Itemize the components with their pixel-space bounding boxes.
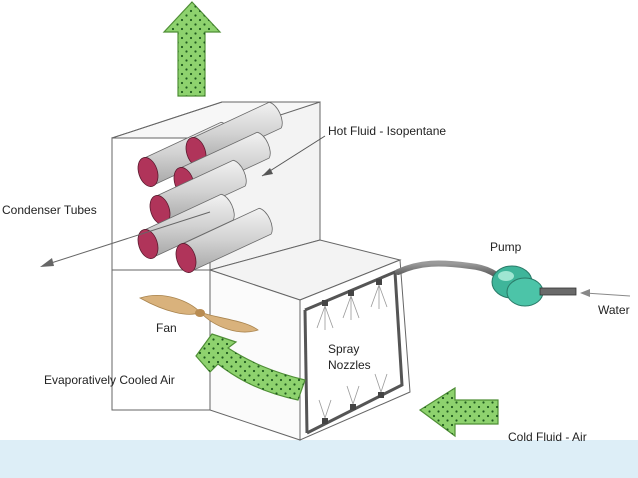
curved-arrow-icon: [195, 333, 306, 401]
fan-label: Fan: [156, 321, 177, 335]
hot-fluid-label: Hot Fluid - Isopentane: [328, 124, 447, 138]
nozzles-label: Nozzles: [328, 358, 371, 372]
bottom-band: [0, 440, 638, 478]
pump: [491, 265, 577, 307]
condenser-tube: [137, 193, 235, 259]
condenser-tubes-label: Condenser Tubes: [2, 203, 97, 217]
condenser-leader: [47, 211, 211, 265]
hot-fluid-leader: [261, 135, 326, 177]
fan: [139, 294, 259, 333]
condenser-tube: [175, 207, 273, 273]
condenser-tube: [149, 159, 247, 225]
right-arrow-icon: [418, 386, 499, 438]
water-pipe: [395, 260, 508, 285]
lower-box: [111, 239, 411, 441]
water-leader-head: [580, 289, 590, 297]
pump-label: Pump: [490, 240, 522, 254]
up-arrow-icon: [162, 1, 222, 97]
spray-label: Spray: [328, 342, 360, 356]
spray-mist: [316, 284, 388, 419]
water-label: Water: [598, 303, 630, 317]
cold-fluid-label: Cold Fluid - Air: [508, 430, 587, 444]
condenser-leader-head: [40, 258, 54, 267]
hot-fluid-leader-head: [262, 168, 273, 176]
evap-air-label: Evaporatively Cooled Air: [44, 373, 175, 387]
condenser-tubes: [137, 101, 283, 273]
spray-nozzle: [322, 279, 384, 424]
water-leader: [584, 292, 631, 297]
